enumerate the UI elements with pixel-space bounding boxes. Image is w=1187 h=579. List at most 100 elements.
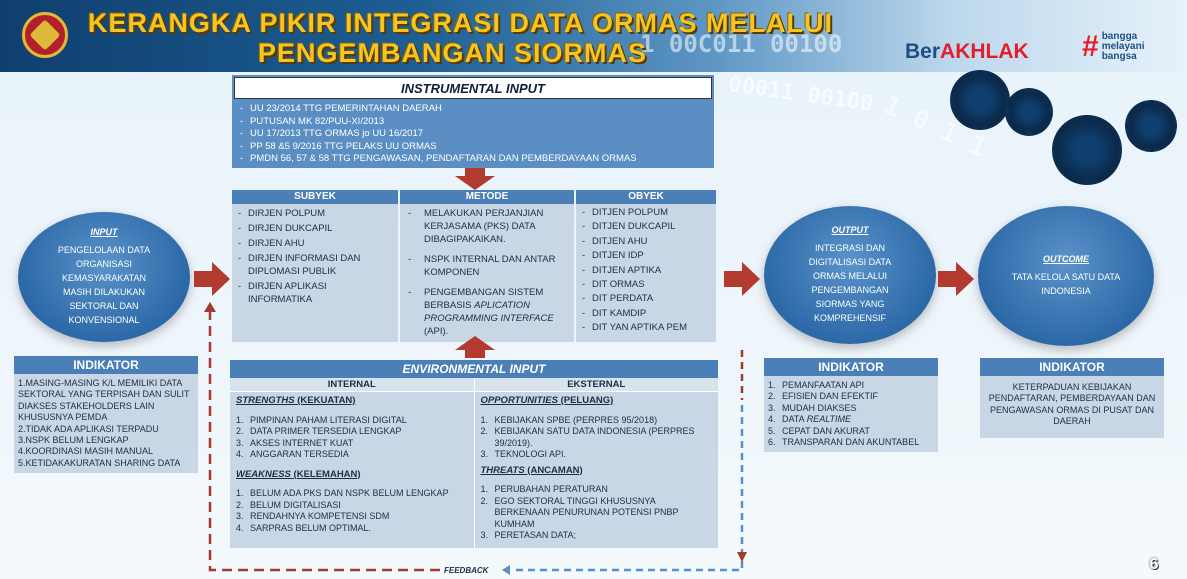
obyek-item: DITJEN AHU bbox=[582, 236, 710, 249]
header-banner bbox=[0, 0, 1187, 72]
berakhlak-logo: BerAKHLAK bbox=[905, 40, 1029, 64]
opportunity-item: 3.TEKNOLOGI API. bbox=[480, 449, 567, 459]
weakness-item: 3.RENDAHNYA KOMPETENSI SDM bbox=[236, 511, 390, 521]
instrumental-input-title: INSTRUMENTAL INPUT bbox=[234, 77, 712, 99]
indikator-item: 2.TIDAK ADA APLIKASI TERPADU bbox=[18, 423, 159, 434]
indikator-output-item: 4.DATA REALTIME bbox=[768, 414, 852, 425]
indikator-output-box: INDIKATOR 1.PEMANFAATAN API 2.EFISIEN DA… bbox=[764, 358, 938, 453]
internal-header: INTERNAL bbox=[230, 378, 474, 392]
opportunity-item: 1.KEBIJAKAN SPBE (PERPRES 95/2018) bbox=[480, 414, 658, 425]
indikator-output-item: 3.MUDAH DIAKSES bbox=[768, 402, 857, 413]
opportunities-heading: OPPORTUNITIES (PELUANG) bbox=[480, 395, 614, 406]
obyek-item: DITJEN APTIKA bbox=[582, 265, 710, 278]
strength-item: 3.AKSES INTERNET KUAT bbox=[236, 437, 354, 448]
indikator-output-item: 1.PEMANFAATAN API bbox=[768, 380, 865, 390]
page-number: 6 bbox=[1149, 556, 1159, 573]
indikator-input-box: INDIKATOR 1.MASING-MASING K/L MEMILIKI D… bbox=[14, 356, 198, 474]
subyek-item: DIRJEN POLPUM bbox=[238, 207, 392, 220]
indikator-title: INDIKATOR bbox=[764, 358, 938, 376]
page-title-line1: KERANGKA PIKIR INTEGRASI DATA ORMAS MELA… bbox=[88, 8, 833, 38]
instrumental-input-box: INSTRUMENTAL INPUT UU 23/2014 TTG PEMERI… bbox=[232, 75, 714, 168]
indikator-item: 4.KOORDINASI MASIH MANUAL bbox=[18, 446, 154, 457]
arrow-up-icon bbox=[455, 336, 495, 358]
obyek-item: DIT KAMDIP bbox=[582, 308, 710, 321]
gear-icon bbox=[1005, 88, 1053, 136]
instrumental-item: PP 58 &5 9/2016 TTG PELAKS UU ORMAS bbox=[240, 141, 637, 154]
obyek-title: OBYEK bbox=[576, 190, 716, 204]
indikator-title: INDIKATOR bbox=[980, 358, 1164, 376]
output-ellipse: OUTPUT INTEGRASI DAN DIGITALISASI DATA O… bbox=[764, 206, 936, 344]
gear-icon bbox=[1052, 115, 1122, 185]
outcome-text: TATA KELOLA SATU DATA INDONESIA bbox=[1011, 272, 1121, 296]
metode-box: METODE MELAKUKAN PERJANJIAN KERJASAMA (P… bbox=[400, 190, 574, 342]
indikator-title: INDIKATOR bbox=[14, 356, 198, 374]
subyek-item: DIRJEN DUKCAPIL bbox=[238, 222, 392, 235]
indikator-outcome-box: INDIKATOR KETERPADUAN KEBIJAKAN PENDAFTA… bbox=[980, 358, 1164, 438]
metode-item3-text: PENGEMBANGAN SISTEM BERBASIS bbox=[424, 287, 544, 311]
arrow-down-icon bbox=[455, 168, 495, 190]
weakness-heading: WEAKNESS (KELEMAHAN) bbox=[236, 468, 361, 480]
arrow-right-icon bbox=[938, 262, 974, 296]
output-title: OUTPUT bbox=[831, 225, 869, 235]
arrow-right-icon bbox=[724, 262, 760, 296]
obyek-item: DIT ORMAS bbox=[582, 279, 710, 292]
outcome-title: OUTCOME bbox=[1043, 254, 1089, 264]
gear-icon bbox=[950, 70, 1010, 130]
weakness-item: 2.BELUM DIGITALISASI bbox=[236, 499, 341, 510]
threats-heading: THREATS (ANCAMAN) bbox=[480, 464, 583, 476]
threat-item: 1.PERUBAHAN PERATURAN bbox=[480, 484, 608, 494]
instrumental-item: UU 17/2013 TTG ORMAS jo UU 16/2017 bbox=[240, 128, 637, 141]
indikator-item: 1.MASING-MASING K/L MEMILIKI DATA SEKTOR… bbox=[18, 378, 190, 423]
obyek-item: DITJEN POLPUM bbox=[582, 207, 710, 220]
bangga-line3: bangsa bbox=[1101, 51, 1137, 62]
metode-item3-tail: (API). bbox=[424, 326, 449, 337]
weakness-item: 4.SARPRAS BELUM OPTIMAL. bbox=[236, 522, 372, 533]
berakhlak-ber: Ber bbox=[905, 40, 941, 63]
indikator-outcome-text: KETERPADUAN KEBIJAKAN PENDAFTARAN, PEMBE… bbox=[988, 382, 1156, 427]
feedback-label: FEEDBACK bbox=[444, 566, 489, 575]
strength-item: 2.DATA PRIMER TERSEDIA LENGKAP bbox=[236, 426, 402, 436]
indikator-item: 5.KETIDAKAKURATAN SHARING DATA bbox=[18, 457, 181, 468]
instrumental-item: PMDN 56, 57 & 58 TTG PENGAWASAN, PENDAFT… bbox=[240, 153, 637, 166]
threat-item: 2.EGO SEKTORAL TINGGI KHUSUSNYA BERKENAA… bbox=[480, 495, 679, 529]
metode-item: PENGEMBANGAN SISTEM BERBASIS APLICATION … bbox=[408, 286, 568, 338]
eksternal-header: EKSTERNAL bbox=[474, 378, 718, 392]
bangga-line2: melayani bbox=[1101, 41, 1145, 52]
strength-item: 4.ANGGARAN TERSEDIA bbox=[236, 449, 349, 459]
opportunity-item: 2.KEBIJAKAN SATU DATA INDONESIA (PERPRES… bbox=[480, 426, 695, 448]
metode-item3-italic: APLICATION PROGRAMMING INTERFACE bbox=[424, 300, 554, 324]
environmental-input-box: ENVIRONMENTAL INPUT INTERNAL STRENGTHS (… bbox=[230, 360, 718, 548]
bangga-line1: bangga bbox=[1101, 31, 1138, 42]
metode-item: MELAKUKAN PERJANJIAN KERJASAMA (PKS) DAT… bbox=[408, 207, 568, 246]
internal-column: INTERNAL STRENGTHS (KEKUATAN) 1.PIMPINAN… bbox=[230, 378, 474, 548]
hash-icon: # bbox=[1082, 30, 1099, 63]
environmental-input-title: ENVIRONMENTAL INPUT bbox=[230, 360, 718, 378]
indikator-item: 3.NSPK BELUM LENGKAP bbox=[18, 435, 129, 446]
indikator-output-item: 2.EFISIEN DAN EFEKTIF bbox=[768, 391, 879, 402]
input-ellipse: INPUT PENGELOLAAN DATA ORGANISASI KEMASY… bbox=[18, 212, 190, 342]
obyek-item: DITJEN DUKCAPIL bbox=[582, 221, 710, 234]
weakness-item: 1.BELUM ADA PKS DAN NSPK BELUM LENGKAP bbox=[236, 488, 449, 498]
page-title-line2: PENGEMBANGAN SIORMAS bbox=[258, 38, 648, 68]
outcome-ellipse: OUTCOME TATA KELOLA SATU DATA INDONESIA bbox=[978, 206, 1154, 346]
obyek-box: OBYEK DITJEN POLPUM DITJEN DUKCAPIL DITJ… bbox=[576, 190, 716, 342]
instrumental-item: UU 23/2014 TTG PEMERINTAHAN DAERAH bbox=[240, 103, 637, 116]
bangga-melayani-logo: # bangga melayani bangsa bbox=[1082, 32, 1145, 62]
strengths-heading: STRENGTHS (KEKUATAN) bbox=[236, 395, 356, 406]
obyek-item: DITJEN IDP bbox=[582, 250, 710, 263]
subyek-item: DIRJEN APLIKASI INFORMATIKA bbox=[238, 280, 392, 306]
strength-item: 1.PIMPINAN PAHAM LITERASI DIGITAL bbox=[236, 414, 407, 425]
berakhlak-akhlak: AKHLAK bbox=[940, 40, 1029, 63]
obyek-item: DIT YAN APTIKA PEM bbox=[582, 322, 710, 335]
gear-icon bbox=[1125, 100, 1177, 152]
subyek-item: DIRJEN INFORMASI DAN DIPLOMASI PUBLIK bbox=[238, 252, 392, 278]
input-title: INPUT bbox=[90, 227, 118, 237]
output-text: INTEGRASI DAN DIGITALISASI DATA ORMAS ME… bbox=[808, 243, 892, 323]
kemendagri-logo bbox=[22, 12, 68, 58]
input-text: PENGELOLAAN DATA ORGANISASI KEMASYARAKAT… bbox=[57, 245, 151, 325]
arrow-right-icon bbox=[194, 262, 230, 296]
subyek-item: DIRJEN AHU bbox=[238, 237, 392, 250]
instrumental-item: PUTUSAN MK 82/PUU-XI/2013 bbox=[240, 116, 637, 129]
binary-decoration: 1 00C011 00100 bbox=[640, 30, 843, 58]
indikator-output-item: 5.CEPAT DAN AKURAT bbox=[768, 425, 870, 436]
